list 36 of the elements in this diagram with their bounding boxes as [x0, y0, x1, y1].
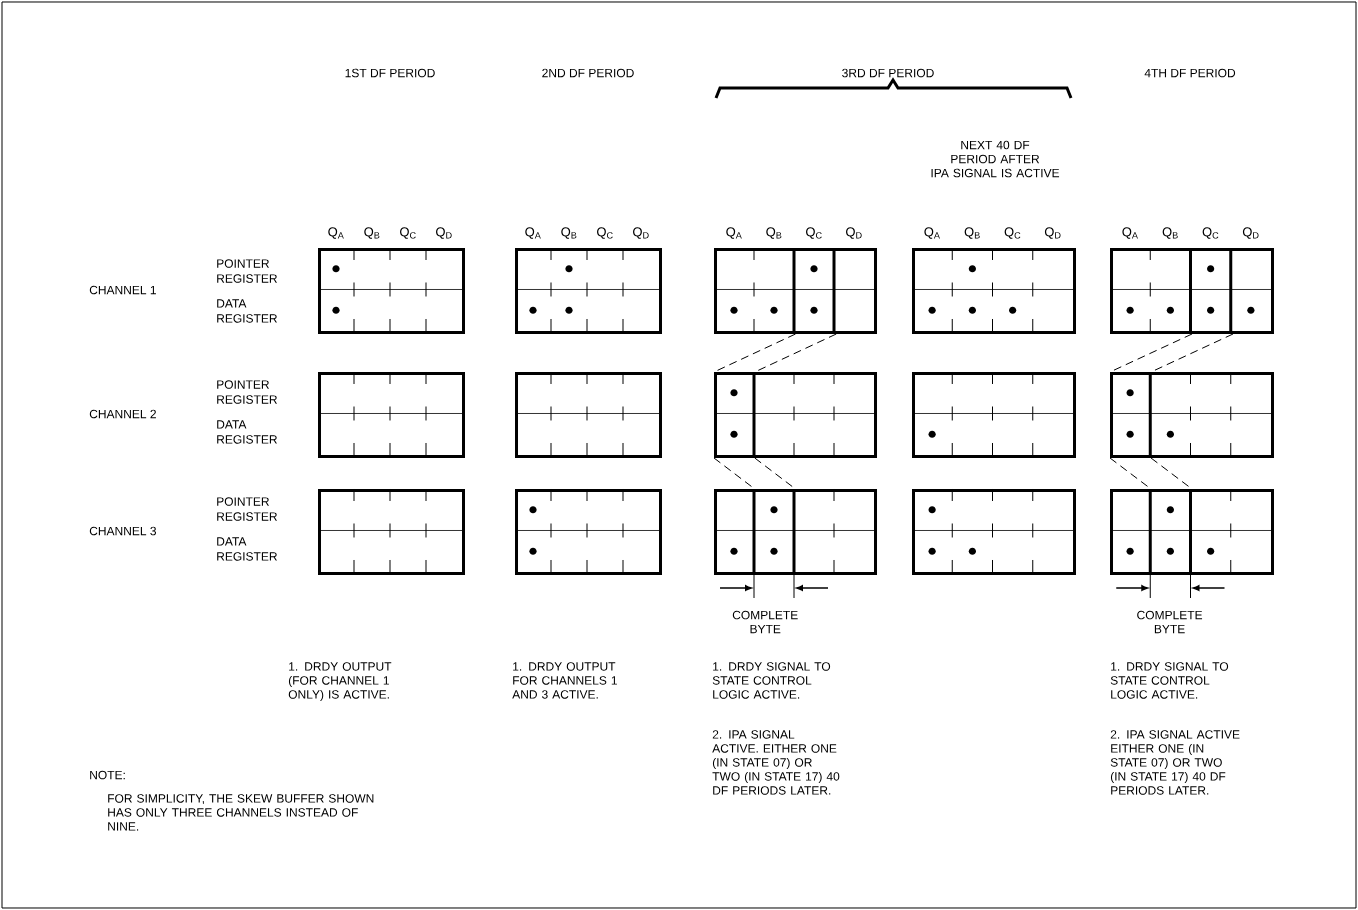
register-box	[911, 488, 1076, 575]
register-box	[317, 371, 465, 458]
row-label: POINTER REGISTER	[217, 380, 277, 404]
column-heading: 2ND DF PERIOD	[542, 68, 634, 78]
register-box	[713, 371, 877, 458]
column-heading: 3RD DF PERIOD	[842, 68, 934, 78]
register-box	[1109, 371, 1274, 458]
register-box	[1109, 247, 1274, 334]
note-text: 2. IPA SIGNAL ACTIVE. EITHER ONE (IN STATE 07) OR TWO (IN STATE 17) 40 DF PERIODS LATER.	[712, 730, 840, 795]
register-box	[317, 488, 465, 575]
register-box	[713, 488, 877, 575]
register-box	[514, 371, 662, 458]
row-label: POINTER REGISTER	[217, 497, 277, 521]
row-label: DATA REGISTER	[217, 299, 277, 323]
note-text: 1. DRDY OUTPUT FOR CHANNELS 1 AND 3 ACTIVE.	[512, 662, 617, 699]
row-label: DATA REGISTER	[217, 420, 277, 444]
channel-label: CHANNEL 3	[89, 526, 156, 536]
note-text: 1. DRDY OUTPUT (FOR CHANNEL 1 ONLY) IS ACTIVE.	[288, 662, 392, 702]
channel-label: CHANNEL 1	[89, 285, 156, 295]
period-note: NEXT 40 DF PERIOD AFTER IPA SIGNAL IS ACTIVE	[931, 140, 1060, 178]
note-text: 2. IPA SIGNAL ACTIVE EITHER ONE (IN STATE 07) OR TWO (IN STATE 17) 40 DF PERIODS LATER.	[1110, 730, 1240, 795]
register-box	[514, 488, 662, 575]
register-box	[1109, 488, 1274, 575]
column-heading: 1ST DF PERIOD	[345, 68, 435, 78]
column-heading: 4TH DF PERIOD	[1144, 68, 1236, 78]
register-box	[713, 247, 877, 334]
note-text: 1. DRDY SIGNAL TO STATE CONTROL LOGIC ACTIVE.	[1110, 662, 1229, 699]
register-box	[911, 371, 1076, 458]
channel-label: CHANNEL 2	[89, 409, 156, 419]
row-label: POINTER REGISTER	[217, 259, 277, 283]
register-box	[911, 247, 1076, 334]
note-text: FOR SIMPLICITY, THE SKEW BUFFER SHOWN HAS ONLY THREE CHANNELS INSTEAD OF NINE.	[108, 794, 374, 831]
register-box	[514, 247, 662, 334]
register-box	[317, 247, 465, 334]
note-text: 1. DRDY SIGNAL TO STATE CONTROL LOGIC ACTIVE.	[712, 662, 831, 699]
note-heading: NOTE:	[90, 770, 125, 780]
